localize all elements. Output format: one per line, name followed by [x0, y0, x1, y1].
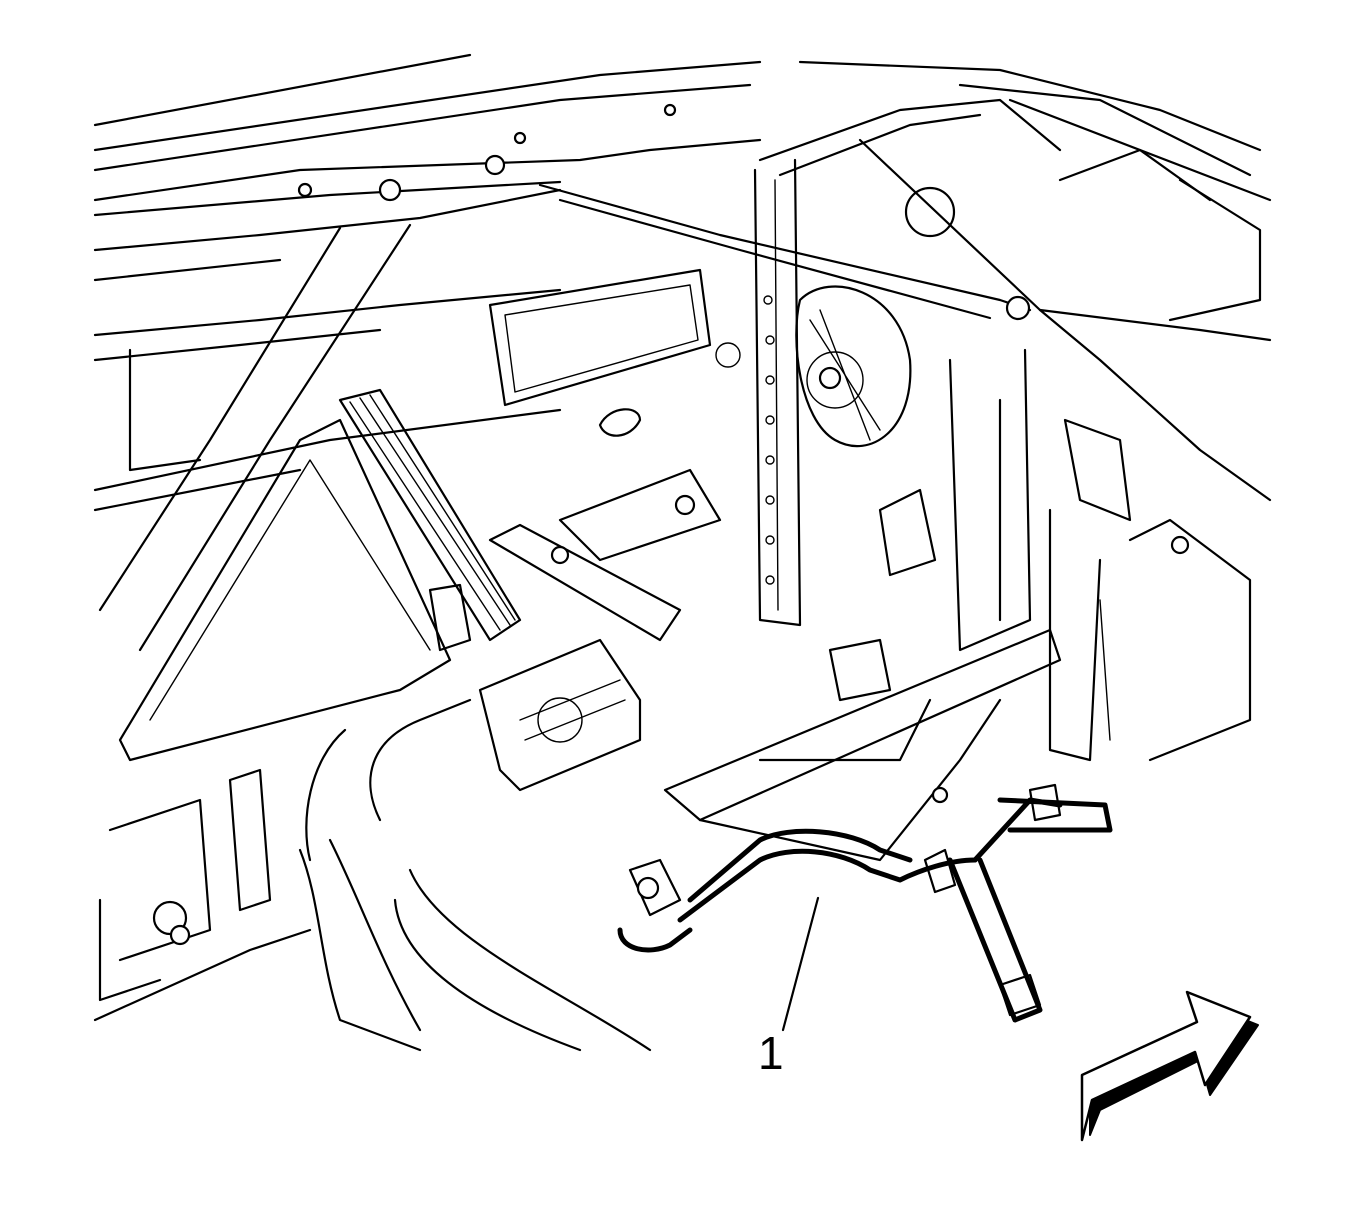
- component-1-hose-assembly: [617, 783, 1113, 1023]
- left-cross-brace: [93, 223, 562, 652]
- callout-1-leader-line: [781, 896, 820, 1032]
- right-frame-rail: [858, 138, 1272, 762]
- lower-cross-member: [488, 468, 1062, 862]
- panel-opening: [488, 268, 741, 437]
- callout-1-label: 1: [758, 1027, 784, 1079]
- forward-direction-arrow-icon: [1080, 990, 1259, 1142]
- center-brace: [538, 98, 1062, 321]
- wiring-connector: [428, 488, 937, 792]
- left-lower-bracket: [98, 768, 272, 1002]
- cooling-fan: [795, 285, 912, 448]
- radiator-support-upper-panel: [93, 53, 1272, 282]
- lower-radiator-hose: [93, 698, 652, 1052]
- vertical-support-post: [753, 158, 802, 627]
- air-box: [118, 388, 522, 762]
